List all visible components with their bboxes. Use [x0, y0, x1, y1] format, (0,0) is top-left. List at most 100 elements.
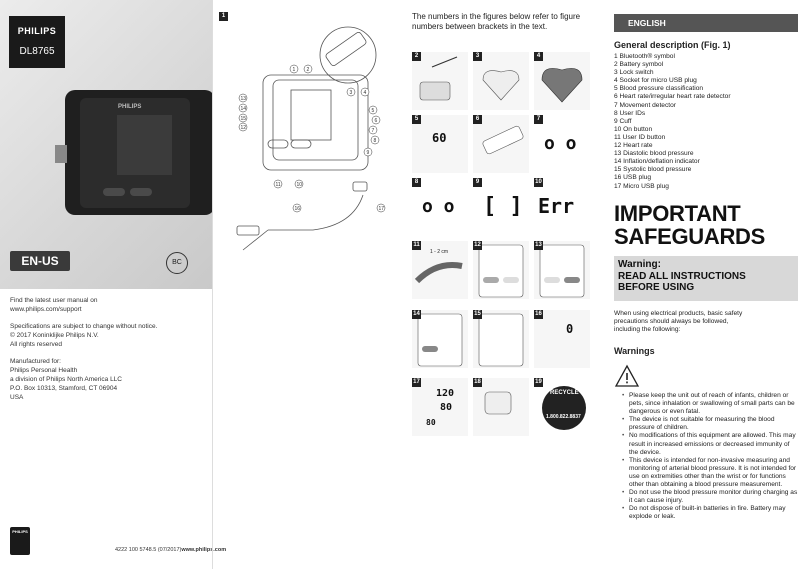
warning-item: This device is intended for non-invasive… — [622, 457, 798, 489]
footer-url[interactable]: www.philips.com — [181, 547, 227, 553]
figure-tile-3: 3 — [473, 52, 529, 110]
figure-tile-11: 11 1 - 2 cm — [412, 241, 468, 299]
doc-code: 4222 100 5748.5 (07/2017) — [115, 547, 182, 553]
list-item: 10 On button — [614, 125, 653, 133]
figure-number: 2 — [412, 52, 421, 61]
warning-text: BEFORE USING — [618, 282, 695, 293]
callout-8: 8 — [374, 138, 377, 144]
list-item: 15 Systolic blood pressure — [614, 166, 692, 174]
figure-number: 17 — [412, 378, 421, 387]
figure-tile-18: 18 — [473, 378, 529, 436]
list-item: 17 Micro USB plug — [614, 182, 669, 190]
logo-brand: PHILIPS — [17, 26, 57, 36]
lcd-reading: o o — [544, 133, 577, 154]
warnings-list: Please keep the unit out of reach of inf… — [622, 392, 798, 522]
figure-number: 4 — [534, 52, 543, 61]
shield-brand: PHILIPS — [12, 529, 28, 534]
callout-12: 12 — [241, 125, 247, 131]
callout-2: 2 — [307, 67, 310, 73]
figure-tile-5: 5 60 — [412, 115, 468, 173]
warning-label: Warning: — [618, 259, 661, 270]
callout-5: 5 — [372, 108, 375, 114]
cover-info: Find the latest user manual on www.phili… — [10, 296, 205, 410]
list-item: 5 Blood pressure classification — [614, 85, 704, 93]
philips-shield-logo: PHILIPS — [10, 527, 30, 555]
callout-6: 6 — [375, 118, 378, 124]
figure-number: 10 — [534, 178, 543, 187]
warnings-title: Warnings — [614, 346, 655, 356]
figure-tile-12: 12 — [473, 241, 529, 299]
heading-line: SAFEGUARDS — [614, 224, 766, 249]
figure-number: 6 — [473, 115, 482, 124]
support-link[interactable]: www.philips.com/support — [10, 306, 82, 313]
figure-number: 14 — [412, 310, 421, 319]
mfr-address: P.O. Box 10313, Stamford, CT 06904 — [10, 385, 118, 392]
figure-tile-6: 6 — [473, 115, 529, 173]
figure-tile-13: 13 — [534, 241, 590, 299]
intro-line: precautions should always be followed, — [614, 318, 729, 325]
figure-number: 16 — [534, 310, 543, 319]
callout-14: 14 — [241, 106, 247, 112]
callout-9: 9 — [367, 150, 370, 156]
callout-4: 4 — [364, 90, 367, 96]
lcd-reading: 0 — [566, 322, 574, 336]
callout-7: 7 — [372, 128, 375, 134]
list-item: 3 Lock switch — [614, 69, 654, 77]
mfr-name: Philips Personal Health — [10, 367, 78, 374]
mfr-label: Manufactured for: — [10, 358, 61, 365]
device-brand-text: PHILIPS — [118, 104, 141, 110]
cover-image: PHILIPS DL8765 PHILIPS EN-US BC — [0, 0, 212, 289]
list-item: 1 Bluetooth® symbol — [614, 53, 675, 60]
pulse-reading: 80 — [426, 418, 436, 427]
model-number: DL8765 — [19, 46, 55, 57]
warning-item: Do not use the blood pressure monitor du… — [622, 489, 798, 505]
lcd-reading: o o — [422, 196, 455, 217]
general-description-title: General description (Fig. 1) — [614, 40, 731, 50]
callout-16: 16 — [295, 206, 301, 212]
figure-number: 18 — [473, 378, 482, 387]
cover-panel: PHILIPS DL8765 PHILIPS EN-US BC Find the… — [0, 0, 226, 569]
figure-tile-9: 9 [ ] — [473, 178, 529, 236]
bc-badge: BC — [166, 252, 188, 274]
warning-box: Warning: READ ALL INSTRUCTIONS BEFORE US… — [614, 256, 798, 301]
figure-number: 8 — [412, 178, 421, 187]
intro-line: When using electrical products, basic sa… — [614, 310, 743, 317]
figures-panel: The numbers in the figures below refer t… — [402, 0, 610, 569]
figure-number: 19 — [534, 378, 543, 387]
figure-number: 7 — [534, 115, 543, 124]
figure-number: 13 — [534, 241, 543, 250]
distance-label: 1 - 2 cm — [430, 249, 449, 255]
figure-tile-15: 15 — [473, 310, 529, 368]
list-item: 14 Inflation/deflation indicator — [614, 158, 700, 166]
list-item: 2 Battery symbol — [614, 61, 664, 69]
warning-item: Please keep the unit out of reach of inf… — [622, 392, 798, 416]
intro-line: including the following: — [614, 326, 681, 333]
figure-tile-7: 7 o o — [534, 115, 590, 173]
list-item: 9 Cuff — [614, 117, 632, 125]
heading-line: IMPORTANT — [614, 201, 741, 226]
list-item: 4 Socket for micro USB plug — [614, 77, 697, 85]
spec-text: Specifications are subject to change wit… — [10, 323, 158, 330]
figure-number: 3 — [473, 52, 482, 61]
figure-tile-4: 4 — [534, 52, 590, 110]
region-badge: EN-US — [10, 251, 70, 271]
language-header: ENGLISH — [614, 14, 798, 32]
list-item: 6 Heart rate/irregular heart rate detect… — [614, 93, 731, 101]
rights-text: All rights reserved — [10, 341, 63, 348]
lcd-reading: [ ] — [483, 194, 523, 219]
mfr-country: USA — [10, 394, 24, 401]
recycle-phone: 1.800.822.8837 — [546, 414, 581, 420]
warning-item: The device is not suitable for measuring… — [622, 416, 798, 432]
footer-code: 4222 100 5748.5 (07/2017)www.philips.com — [115, 547, 226, 553]
figure-tile-17: 17 120 80 80 — [412, 378, 468, 436]
list-item: 12 Heart rate — [614, 142, 653, 150]
figure-number: 11 — [412, 241, 421, 250]
figure-tile-10: 10 Err — [534, 178, 590, 236]
warning-triangle-icon — [614, 364, 640, 387]
lcd-reading: Err — [538, 194, 575, 218]
warning-item: Do not dispose of built-in batteries in … — [622, 505, 798, 521]
figure-tile-2: 2 — [412, 52, 468, 110]
figure-number: 12 — [473, 241, 482, 250]
callout-15: 15 — [241, 116, 247, 122]
important-safeguards-heading: IMPORTANT SAFEGUARDS — [614, 202, 800, 248]
